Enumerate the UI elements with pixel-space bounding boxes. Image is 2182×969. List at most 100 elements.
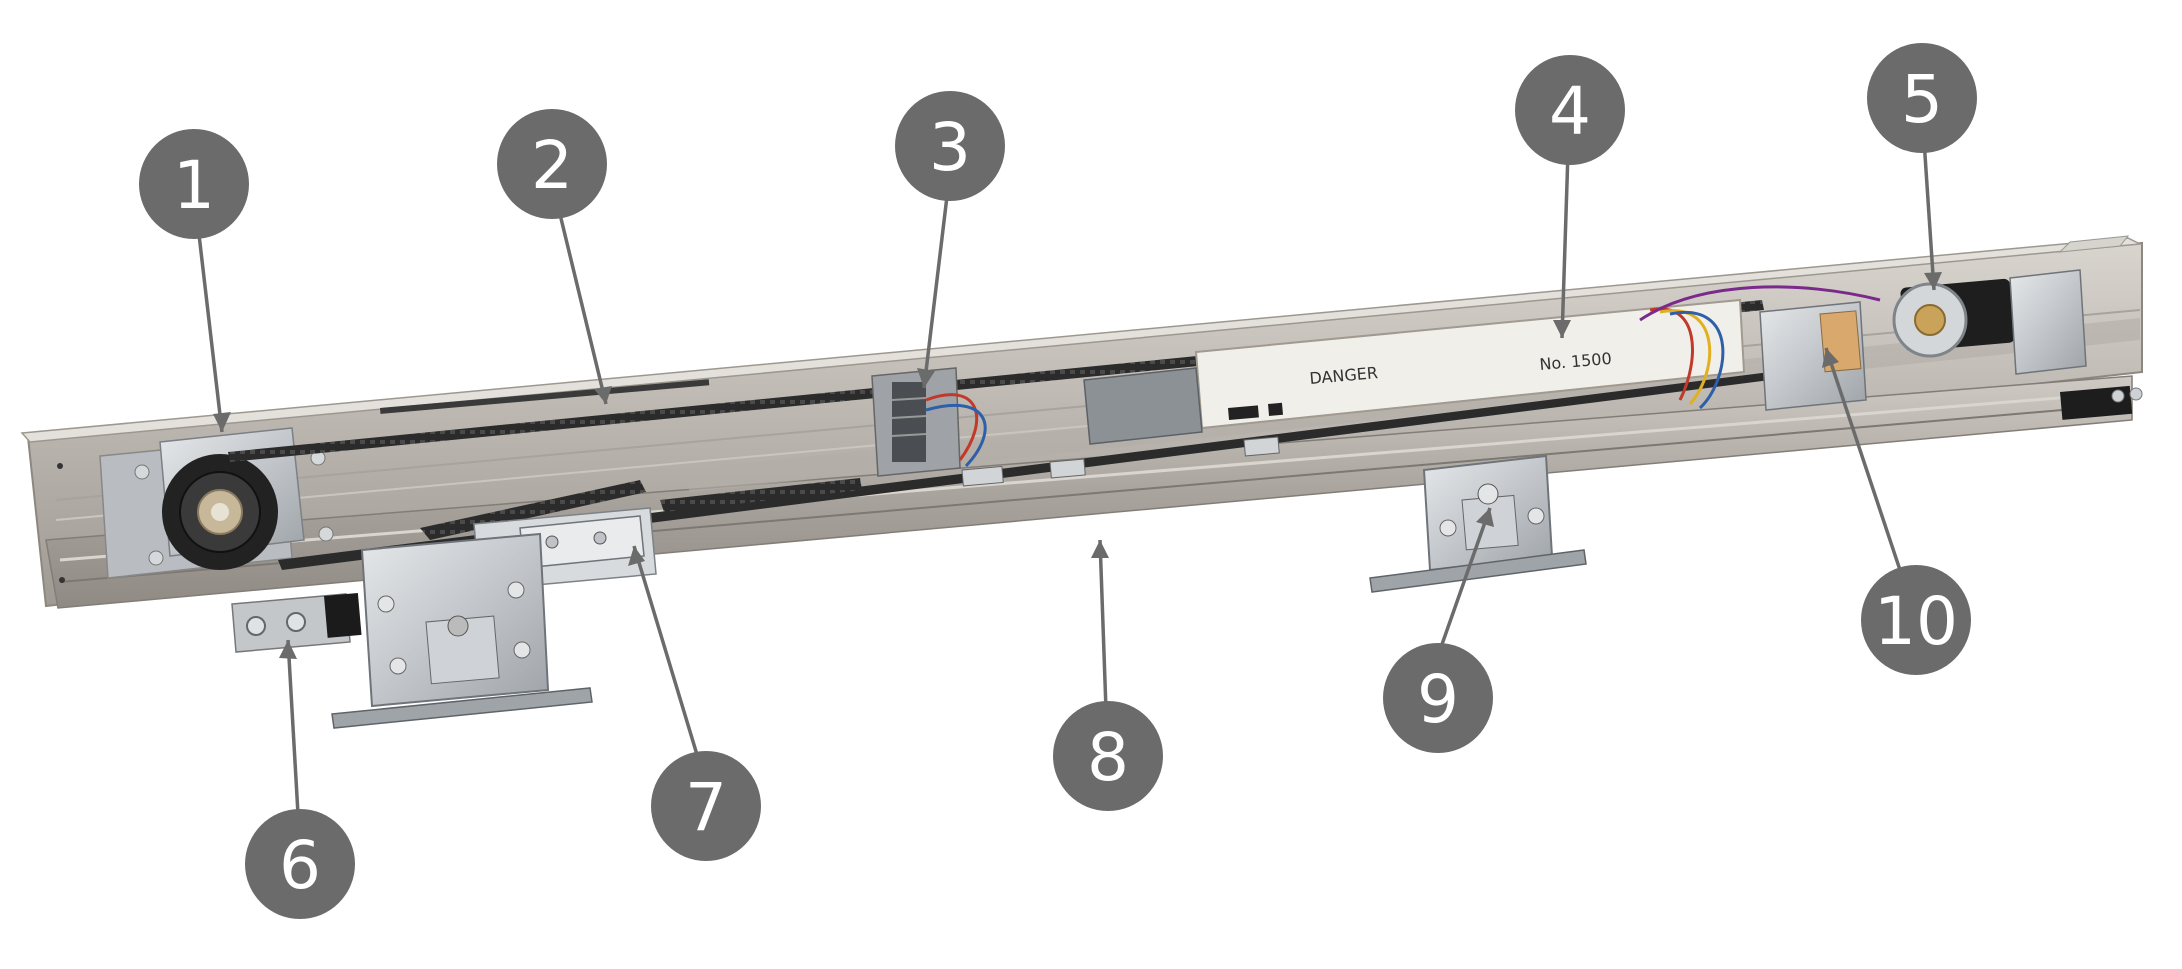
motor-end-bracket (2009, 269, 2087, 375)
arrow-head-icon (1091, 540, 1109, 558)
belt-clamp-terminal (871, 367, 987, 477)
control-unit-connector (1268, 402, 1283, 416)
arrow-head-icon (1476, 508, 1494, 527)
screw-icon (1477, 483, 1499, 505)
callout-6-badge (245, 809, 355, 919)
cable (380, 379, 710, 414)
door-carriage-left (331, 532, 593, 729)
callout-5-badge (1867, 43, 1977, 153)
screw-icon (513, 641, 531, 659)
callout-8: 8 (1053, 701, 1163, 811)
callout-10-number: 10 (1874, 583, 1958, 660)
screw-icon (507, 581, 525, 599)
callout-9-badge (1383, 643, 1493, 753)
callout-2-number: 2 (531, 127, 573, 204)
arrow-head-icon (279, 640, 297, 659)
drive-pulley (57, 427, 334, 583)
control-unit-side-board (1083, 367, 1203, 445)
callout-10-badge (1861, 565, 1971, 675)
screw-icon (246, 616, 266, 636)
callout-1-leader (196, 225, 224, 433)
callout-9: 9 (1383, 643, 1493, 753)
terminal-divider (891, 397, 927, 401)
wire-bundle (925, 393, 979, 461)
callout-1-badge (139, 129, 249, 239)
screw-icon (2111, 389, 2125, 403)
carriage-foot (1369, 549, 1587, 593)
end-stop (231, 593, 362, 653)
arrow-head-icon (594, 386, 612, 404)
callout-7-badge (651, 751, 761, 861)
screw-icon (1439, 519, 1457, 537)
arrow-head-icon (917, 368, 935, 388)
screw-icon (545, 535, 559, 549)
callout-4: 4 (1515, 55, 1625, 165)
callout-3-leader (922, 187, 950, 389)
track-end-flange (2058, 235, 2130, 253)
callout-4-number: 4 (1549, 73, 1591, 150)
callout-3-badge (895, 91, 1005, 201)
callout-6-number: 6 (279, 827, 321, 904)
arrow-head-icon (1822, 348, 1839, 368)
callout-1-number: 1 (173, 147, 215, 224)
track-top-lip (20, 237, 2143, 443)
callout-leaders (196, 139, 1942, 815)
arrow-head-icon (213, 412, 231, 432)
callout-9-number: 9 (1417, 661, 1459, 738)
arrow-head-icon (1924, 272, 1942, 290)
callout-8-leader (1098, 539, 1108, 711)
callout-8-number: 8 (1087, 719, 1129, 796)
callout-3: 3 (895, 91, 1005, 201)
wire-bundle (925, 403, 987, 468)
screw-icon (389, 657, 407, 675)
callout-1: 1 (139, 129, 249, 239)
arrow-head-icon (1553, 320, 1571, 338)
control-unit-connector (1228, 405, 1259, 420)
callout-7: 7 (651, 751, 761, 861)
wire-bundle (1639, 285, 1881, 322)
callout-6: 6 (245, 809, 355, 919)
callout-2: 2 (497, 109, 607, 219)
callout-4-leader (1560, 151, 1570, 339)
callout-5-leader (1922, 139, 1936, 291)
callout-5: 5 (1867, 43, 1977, 153)
callout-7-leader (632, 545, 700, 759)
cable-clip (961, 465, 1004, 487)
callout-2-leader (556, 205, 608, 405)
screw-icon (377, 595, 395, 613)
callout-6-leader (286, 639, 300, 815)
terminal-block (892, 382, 926, 462)
control-unit: DANGER No. 1500 (1083, 298, 1746, 445)
terminal-divider (891, 433, 927, 437)
callout-10-leader (1824, 347, 1902, 571)
track-hole (57, 463, 63, 469)
cable-clip (1049, 458, 1086, 479)
end-stop-bumper (324, 593, 362, 638)
screw-icon (286, 612, 306, 632)
callout-4-badge (1515, 55, 1625, 165)
cable-clip (1243, 436, 1280, 457)
cable-clips (961, 436, 1280, 487)
screw-icon (2129, 387, 2143, 401)
callout-9-leader (1438, 507, 1492, 651)
screw-icon (1527, 507, 1545, 525)
callout-5-number: 5 (1901, 61, 1943, 138)
track-hole (59, 577, 65, 583)
adjuster-nut (447, 615, 469, 637)
track-groove-line (59, 390, 2133, 562)
pulley-axle (211, 503, 229, 521)
callout-7-number: 7 (685, 769, 727, 846)
screw-icon (318, 526, 334, 542)
wire-bundle (1669, 310, 1725, 410)
belt-slack-segment (660, 478, 862, 512)
screw-icon (148, 550, 164, 566)
callout-10: 10 (1861, 565, 1971, 675)
motor-pulley-hub (1914, 304, 1946, 336)
callout-3-number: 3 (929, 109, 971, 186)
callout-2-badge (497, 109, 607, 219)
screw-icon (593, 531, 607, 545)
wire-bundle (1649, 307, 1694, 401)
screw-icon (134, 464, 150, 480)
callout-8-badge (1053, 701, 1163, 811)
